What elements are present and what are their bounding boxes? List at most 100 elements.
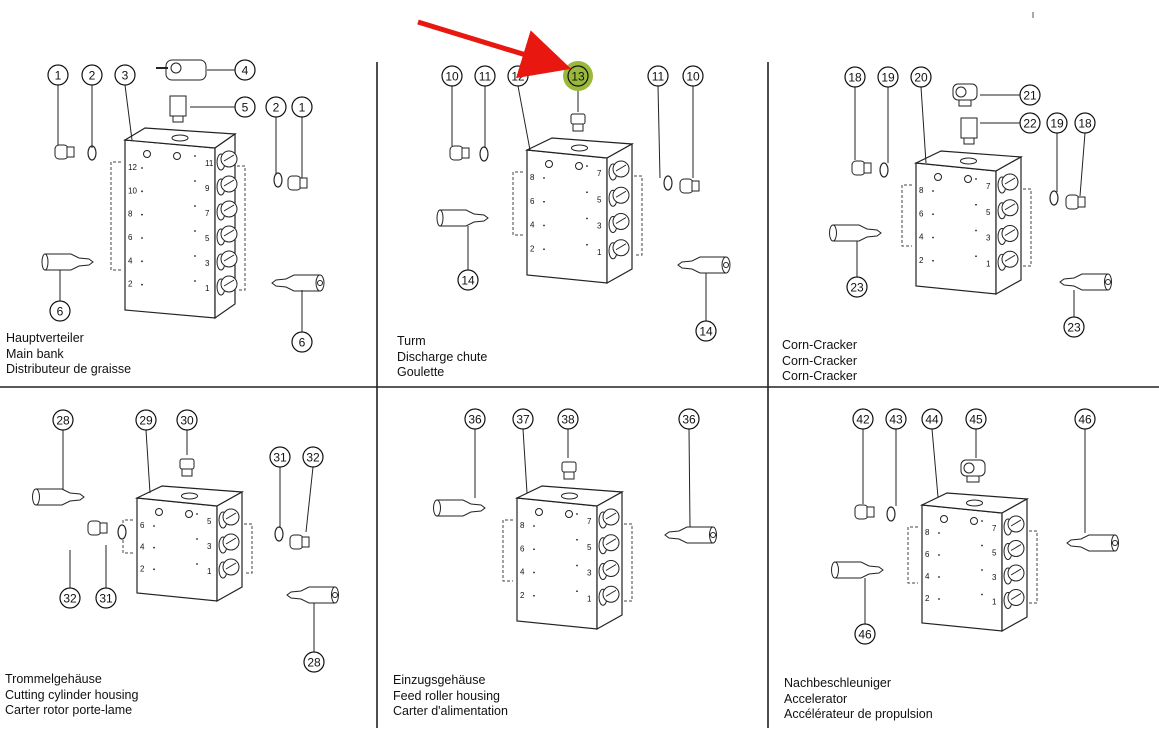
threaded-fitting	[179, 458, 195, 477]
leader-line	[1079, 132, 1086, 197]
callout-6: 6	[291, 331, 313, 353]
port-dot	[586, 243, 588, 246]
plug-thread	[863, 162, 872, 174]
callout-circle	[114, 64, 136, 86]
callout-number: 46	[1078, 413, 1092, 427]
callout-number: 43	[889, 413, 903, 427]
plug-head	[854, 504, 869, 520]
callout-10: 10	[441, 65, 463, 146]
caption-en: Cutting cylinder housing	[5, 687, 139, 702]
caption-main-bank: Hauptverteiler Main bank Distributeur de…	[6, 331, 131, 378]
port-label-left: 2	[925, 594, 930, 603]
leader-line	[920, 86, 927, 164]
inlet-port	[171, 134, 189, 142]
callout-44: 44	[921, 408, 943, 498]
nipple-bore	[710, 532, 716, 538]
fitting-hex	[179, 458, 195, 470]
elbow-fitting	[952, 83, 978, 107]
plug-head	[851, 160, 866, 176]
plug-slot	[1010, 593, 1022, 600]
outlet-plug	[220, 200, 238, 218]
port-dot	[194, 180, 196, 182]
port-label-right: 5	[587, 543, 592, 552]
callout-1: 1	[291, 96, 313, 178]
caption-en: Discharge chute	[397, 349, 488, 364]
port-label-left: 2	[530, 244, 535, 253]
nipple-body	[834, 561, 884, 579]
outlet-plug	[602, 508, 620, 526]
outlet-plug	[1007, 589, 1025, 606]
port-label-right: 3	[992, 573, 997, 582]
callout-number: 13	[571, 70, 585, 84]
callout-5: 5	[234, 96, 256, 118]
port-dot	[586, 217, 588, 220]
callout-20: 20	[910, 66, 932, 164]
port-dot	[533, 571, 535, 574]
grease-nipple	[677, 256, 731, 274]
nipple-end	[433, 499, 441, 517]
port-label-right: 5	[205, 234, 210, 243]
callout-circle	[1046, 112, 1068, 134]
port-label-left: 6	[128, 233, 133, 242]
port-dot	[586, 165, 588, 167]
nipple-bore	[332, 592, 338, 598]
port-label-right: 3	[587, 569, 592, 578]
port-label-left: 8	[919, 186, 924, 195]
grease-nipple	[271, 274, 325, 292]
callout-number: 36	[682, 413, 696, 427]
callout-circle	[176, 409, 198, 431]
plug-head	[87, 520, 102, 536]
port-dot	[196, 563, 198, 565]
port-dot	[576, 538, 578, 541]
port-label-left: 4	[530, 221, 535, 230]
callout-28: 28	[303, 651, 325, 673]
port-bracket	[624, 523, 633, 602]
outlet-plug	[220, 250, 238, 268]
port-dot	[533, 594, 535, 597]
port-dot	[576, 564, 578, 567]
elbow-port	[963, 462, 975, 474]
nipple-body	[35, 488, 85, 506]
port-dot	[975, 255, 977, 258]
callout-18: 18	[844, 66, 866, 160]
port-dot	[543, 200, 545, 203]
outlet-plug	[1001, 250, 1019, 268]
outlet-plug	[1007, 540, 1025, 557]
plug-slot	[1010, 519, 1022, 527]
caption-accelerator: Nachbeschleuniger Accelerator Accélérate…	[784, 676, 933, 723]
port-dot	[194, 280, 196, 282]
callout-37: 37	[512, 408, 534, 494]
plug-head	[54, 144, 69, 160]
seal-ring	[273, 172, 283, 188]
port-label-right: 1	[992, 598, 997, 607]
port-dot	[196, 538, 198, 540]
banjo-fitting	[156, 59, 207, 81]
caption-de: Corn-Cracker	[782, 338, 858, 352]
grease-nipple	[41, 253, 94, 271]
caption-feed-roller-housing: Einzugsgehäuse Feed roller housing Carte…	[393, 673, 508, 720]
screw-plug	[54, 144, 75, 160]
callout-number: 11	[652, 70, 665, 84]
callout-number: 46	[858, 628, 872, 642]
port-label-left: 4	[925, 572, 930, 581]
leader-line	[145, 429, 151, 494]
callout-21: 21	[1019, 84, 1041, 106]
callout-31: 31	[95, 587, 117, 609]
caption-en: Main bank	[6, 346, 64, 361]
callout-number: 44	[925, 413, 939, 427]
nipple-end	[831, 561, 839, 579]
plug-thread	[299, 177, 308, 189]
elbow-fitting	[960, 459, 986, 483]
port-dot	[141, 167, 143, 169]
callout-number: 37	[516, 413, 530, 427]
port-label-left: 8	[520, 521, 525, 530]
port-label-right: 1	[205, 284, 210, 293]
callout-29: 29	[135, 409, 157, 494]
outlet-plug	[1001, 225, 1019, 242]
fitting-thread	[563, 471, 575, 480]
caption-discharge-chute: Turm Discharge chute Goulette	[397, 334, 487, 381]
